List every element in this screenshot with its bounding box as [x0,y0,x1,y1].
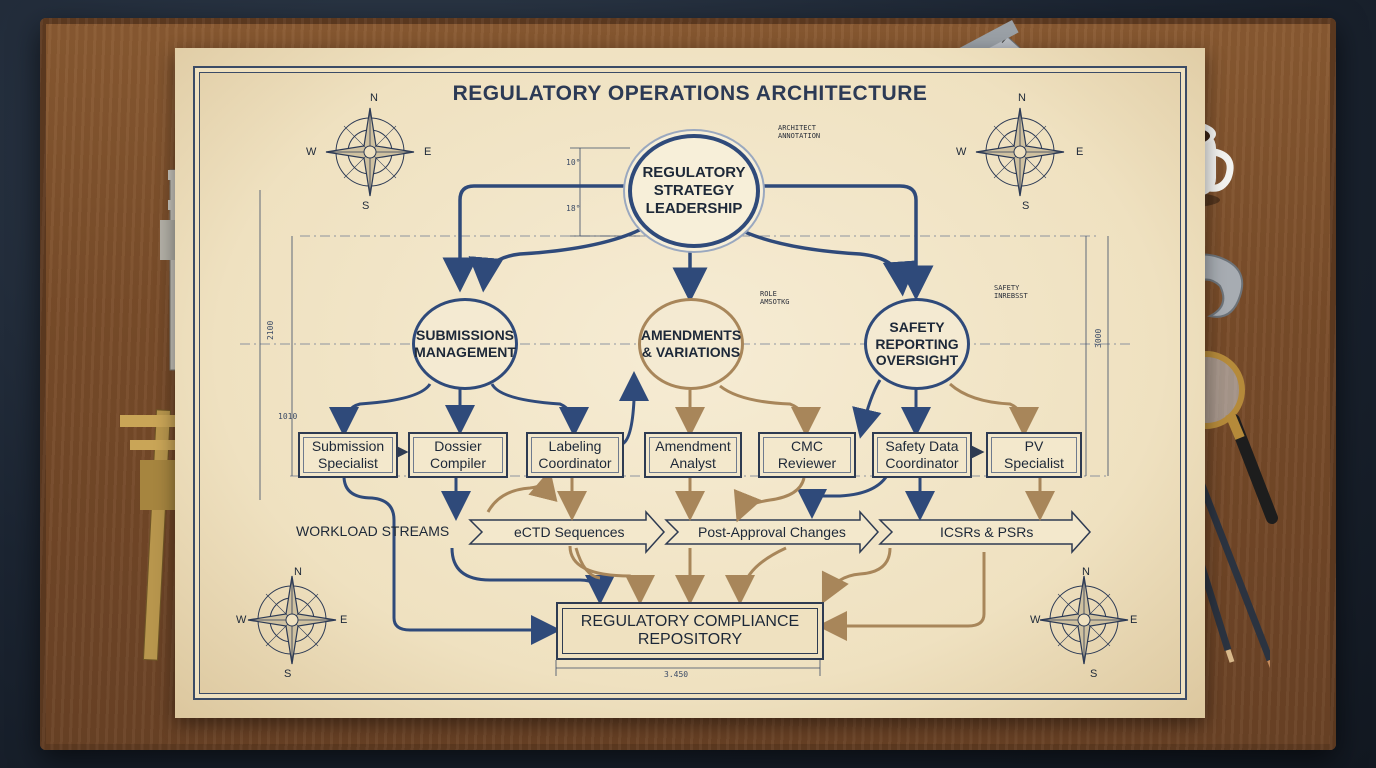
stream-post-approval-changes: Post-Approval Changes [698,524,846,540]
compliance-repository: REGULATORY COMPLIANCE REPOSITORY [556,602,824,660]
dimension-angle-2: 18° [566,204,581,213]
compass-n: N [294,566,302,578]
compass-e: E [340,614,348,626]
architect-annotation: ARCHITECT ANNOTATION [778,124,821,141]
compass-s: S [1022,200,1030,212]
amendments-variations-node: AMENDMENTS & VARIATIONS [638,298,744,390]
compass-e: E [1076,146,1084,158]
safety-annotation: SAFETY INREBSST [994,284,1028,301]
compass-s: S [362,200,370,212]
compass-w: W [306,146,317,158]
dimension-width: 3.450 [664,670,689,679]
dimension-right: 3000 [1094,328,1103,348]
role-pv-specialist: PV Specialist [986,432,1082,478]
compass-w: W [1030,614,1041,626]
compass-rose-icon [247,575,337,665]
compass-e: E [1130,614,1138,626]
diagram-title: REGULATORY OPERATIONS ARCHITECTURE [452,82,928,105]
workload-streams-label: WORKLOAD STREAMS [296,523,450,539]
compass-n: N [1082,566,1090,578]
stream-icsrs-psrs: ICSRs & PSRs [940,524,1034,540]
safety-reporting-node: SAFETY REPORTING OVERSIGHT [864,298,970,390]
compass-e: E [424,146,432,158]
compass-n: N [370,92,378,104]
compass-s: S [1090,668,1098,680]
role-annotation: ROLE AMSOTKG [760,290,790,307]
compass-rose-icon [975,107,1065,197]
leadership-node: REGULATORY STRATEGY LEADERSHIP [628,134,760,248]
compass-s: S [284,668,292,680]
stream-ectd-sequences: eCTD Sequences [514,524,625,540]
compass-n: N [1018,92,1026,104]
dimension-angle-1: 10° [566,158,581,167]
compass-w: W [236,614,247,626]
dimension-left-2: 1010 [278,412,298,421]
role-safety-data-coordinator: Safety Data Coordinator [872,432,972,478]
submissions-management-node: SUBMISSIONS MANAGEMENT [412,298,518,390]
role-labeling-coordinator: Labeling Coordinator [526,432,624,478]
dimension-left: 2100 [266,320,275,340]
role-submission-specialist: Submission Specialist [298,432,398,478]
sheet-border [193,66,1187,700]
compass-w: W [956,146,967,158]
role-amendment-analyst: Amendment Analyst [644,432,742,478]
role-cmc-reviewer: CMC Reviewer [758,432,856,478]
compass-rose-icon [325,107,415,197]
role-dossier-compiler: Dossier Compiler [408,432,508,478]
compass-rose-icon [1039,575,1129,665]
